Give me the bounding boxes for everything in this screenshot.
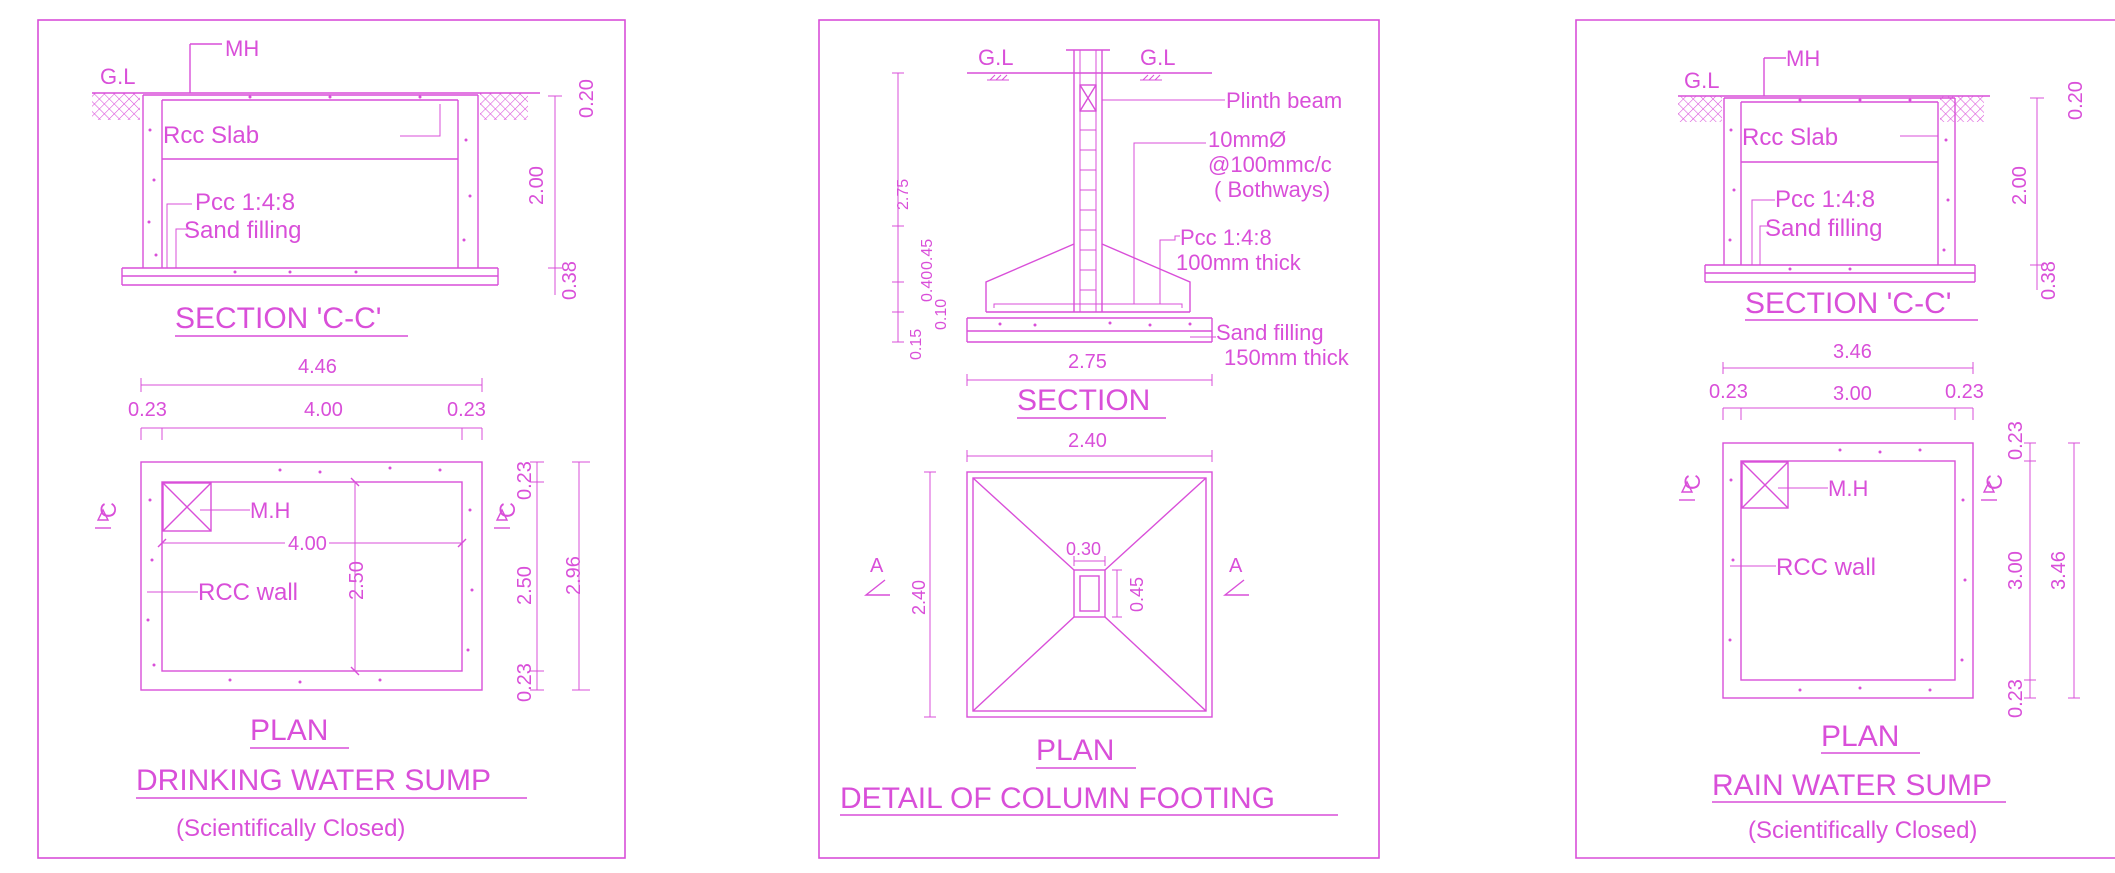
panel-frame: [37, 19, 626, 859]
dim-0-10: 0.10: [933, 299, 950, 330]
dim-2-40-left: 2.40: [909, 580, 929, 615]
dim-4-00-top: 4.00: [304, 399, 343, 421]
drawing-title: DETAIL OF COLUMN FOOTING: [840, 782, 1275, 815]
dim-0-23-right: 0.23: [447, 399, 486, 421]
section-marker-a-left: A: [870, 555, 884, 577]
label-gl: G.L: [100, 64, 135, 89]
sump-outer-wall: [140, 461, 483, 691]
label-plinth-beam: Plinth beam: [1226, 88, 1342, 113]
label-gl-left: G.L: [978, 45, 1013, 70]
section-marker-c-right: C: [1982, 474, 2007, 490]
label-sand-1: Sand filling: [1216, 320, 1324, 345]
dim-0-15: 0.15: [908, 329, 925, 360]
dim-0-45-plan: 0.45: [1127, 577, 1147, 612]
sump-inner-wall: [1740, 460, 1956, 681]
label-pcc-1: Pcc 1:4:8: [1180, 225, 1272, 250]
section-marker-a-right: A: [1229, 555, 1243, 577]
dim-3-00-right: 3.00: [2005, 551, 2027, 590]
section-title: SECTION 'C-C': [1745, 287, 1951, 320]
dim-3-00-top: 3.00: [1833, 383, 1872, 405]
drawing-title: RAIN WATER SUMP: [1712, 769, 1992, 802]
label-rcc-wall: RCC wall: [1776, 554, 1876, 581]
plan-rain: 3.46 0.23 3.00 0.23 M.H RCC wall: [1679, 341, 2080, 754]
dim-2-50-inner: 2.50: [346, 561, 368, 600]
footing-plan: 2.40 0.30 0.45 2.40 A A PL: [863, 430, 1249, 769]
dim-2-00: 2.00: [2009, 166, 2031, 205]
dim-0-23-right-top: 0.23: [2005, 421, 2027, 460]
dim-2-50-right: 2.50: [514, 566, 536, 605]
label-gl-right: G.L: [1140, 45, 1175, 70]
dim-0-20: 0.20: [576, 79, 598, 118]
column-outline: [1073, 569, 1106, 618]
dim-0-40: 0.40: [919, 271, 936, 302]
label-rcc-wall: RCC wall: [198, 579, 298, 606]
sump-inner-wall: [161, 481, 463, 672]
dim-4-46: 4.46: [298, 356, 337, 378]
footing-section: G.L G.L: [892, 45, 1350, 419]
label-sand-filling: Sand filling: [184, 217, 301, 244]
drawing-subtitle: (Scientifically Closed): [1748, 817, 1977, 844]
label-bar-2: @100mmc/c: [1208, 152, 1332, 177]
dim-0-38: 0.38: [559, 261, 581, 300]
label-rcc-slab: Rcc Slab: [163, 122, 259, 149]
dim-0-23-left: 0.23: [128, 399, 167, 421]
manhole-box: [1741, 461, 1789, 509]
plan-title: PLAN: [1821, 720, 1899, 753]
dim-0-23-right-top: 0.23: [514, 461, 536, 500]
dim-2-75-horizontal: 2.75: [1068, 351, 1107, 373]
dim-0-23-right: 0.23: [1945, 381, 1984, 403]
dim-2-00: 2.00: [526, 166, 548, 205]
panel-frame: [818, 19, 1380, 859]
dim-2-75-vertical: 2.75: [895, 179, 912, 210]
dim-0-30: 0.30: [1066, 539, 1101, 559]
dim-2-40-top: 2.40: [1068, 430, 1107, 452]
dim-0-23-right-bottom: 0.23: [514, 663, 536, 702]
label-mh: MH: [225, 36, 259, 61]
label-pcc: Pcc 1:4:8: [1775, 186, 1875, 213]
drawing-title: DRINKING WATER SUMP: [136, 764, 491, 797]
panel-drinking-water-sump: G.L MH Rcc Slab Pcc 1:4:8 Sand filling 0…: [37, 19, 626, 859]
sump-outer-wall: [1722, 442, 1974, 699]
label-bar-3: ( Bothways): [1214, 177, 1330, 202]
section-title: SECTION 'C-C': [175, 302, 381, 335]
label-rcc-slab: Rcc Slab: [1742, 124, 1838, 151]
panel-rain-water-sump: G.L MH Rcc Slab Pcc 1:4:8 Sand filling 0…: [1575, 19, 2115, 859]
label-sand-filling: Sand filling: [1765, 215, 1882, 242]
footing-outer: [966, 471, 1213, 718]
section-marker-c-left: C: [96, 502, 121, 518]
section-c-c: G.L MH Rcc Slab Pcc 1:4:8 Sand filling 0…: [1678, 46, 2087, 321]
label-sand-2: 150mm thick: [1224, 345, 1350, 370]
plan-title: PLAN: [1036, 734, 1114, 767]
dim-3-46-right: 3.46: [2048, 551, 2070, 590]
dim-0-23-left: 0.23: [1709, 381, 1748, 403]
dim-0-23-right-bottom: 0.23: [2005, 679, 2027, 718]
dim-3-46: 3.46: [1833, 341, 1872, 363]
label-mh-plan: M.H: [250, 498, 290, 523]
label-bar-1: 10mmØ: [1208, 127, 1286, 152]
dim-2-96: 2.96: [563, 556, 585, 595]
panel-frame: [1575, 19, 2115, 859]
section-c-c: G.L MH Rcc Slab Pcc 1:4:8 Sand filling 0…: [92, 36, 598, 337]
dim-0-45: 0.45: [919, 239, 936, 270]
manhole-box: [162, 482, 212, 532]
drawing-subtitle: (Scientifically Closed): [176, 815, 405, 842]
section-marker-c-left: C: [1680, 474, 1705, 490]
plan-title: PLAN: [250, 714, 328, 747]
footing-inner: [972, 477, 1207, 712]
panel-column-footing: G.L G.L: [818, 19, 1380, 859]
label-pcc: Pcc 1:4:8: [195, 189, 295, 216]
label-mh: MH: [1786, 46, 1820, 71]
dim-0-38: 0.38: [2038, 261, 2060, 300]
label-pcc-2: 100mm thick: [1176, 250, 1302, 275]
dim-4-00-inner: 4.00: [288, 533, 327, 555]
dim-0-20: 0.20: [2065, 81, 2087, 120]
section-marker-c-right: C: [495, 502, 520, 518]
label-mh-plan: M.H: [1828, 476, 1868, 501]
plan-drinking: 4.46 0.23 4.00 0.23 M.H: [95, 356, 590, 749]
label-gl: G.L: [1684, 68, 1719, 93]
section-title: SECTION: [1017, 384, 1150, 417]
plinth-beam: [1079, 84, 1097, 112]
